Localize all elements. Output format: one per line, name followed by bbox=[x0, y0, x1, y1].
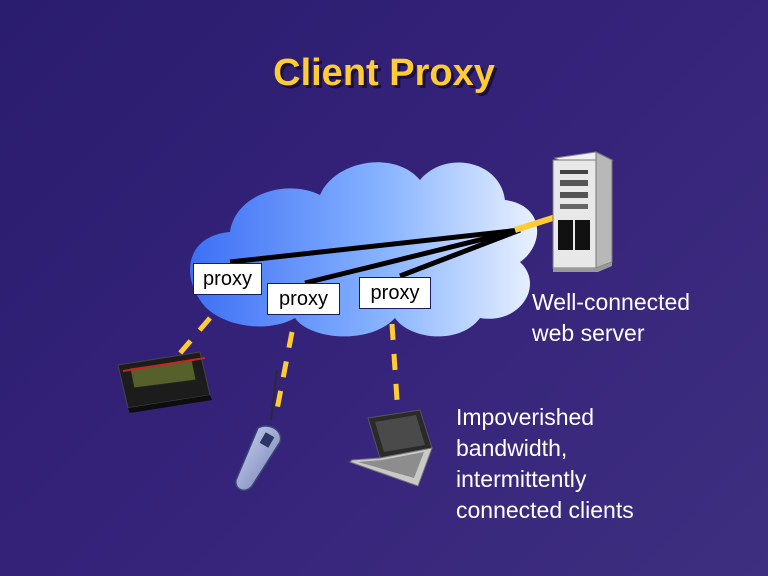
proxy-box-1: proxy bbox=[193, 263, 262, 295]
clients-caption-line-3: intermittently bbox=[456, 466, 587, 492]
clients-caption-line-4: connected clients bbox=[456, 497, 634, 523]
wired-link-2 bbox=[304, 227, 521, 286]
server-tower-icon bbox=[552, 151, 614, 272]
clients-caption-line-1: Impoverished bbox=[456, 404, 595, 430]
clients-caption: Impoverished bandwidth, intermittently c… bbox=[456, 402, 634, 526]
server-caption: Well-connected web server bbox=[532, 287, 690, 349]
wireless-link-laptop bbox=[389, 323, 401, 416]
clients-caption-line-2: bandwidth, bbox=[456, 435, 568, 461]
wired-link-3 bbox=[399, 227, 521, 279]
wired-link-1 bbox=[229, 227, 521, 265]
pager-icon bbox=[117, 351, 212, 413]
wireless-link-pager bbox=[168, 316, 212, 367]
proxy-box-2: proxy bbox=[267, 283, 340, 315]
slide-title: Client Proxy bbox=[273, 52, 495, 94]
server-caption-line-1: Well-connected bbox=[532, 289, 691, 315]
proxy-box-3: proxy bbox=[359, 277, 431, 309]
cell-phone-icon bbox=[235, 369, 282, 491]
wireless-links bbox=[168, 316, 401, 421]
wireless-link-phone bbox=[272, 331, 295, 421]
laptop-icon bbox=[349, 409, 433, 487]
server-caption-line-2: web server bbox=[532, 320, 645, 346]
wired-links bbox=[229, 227, 521, 286]
